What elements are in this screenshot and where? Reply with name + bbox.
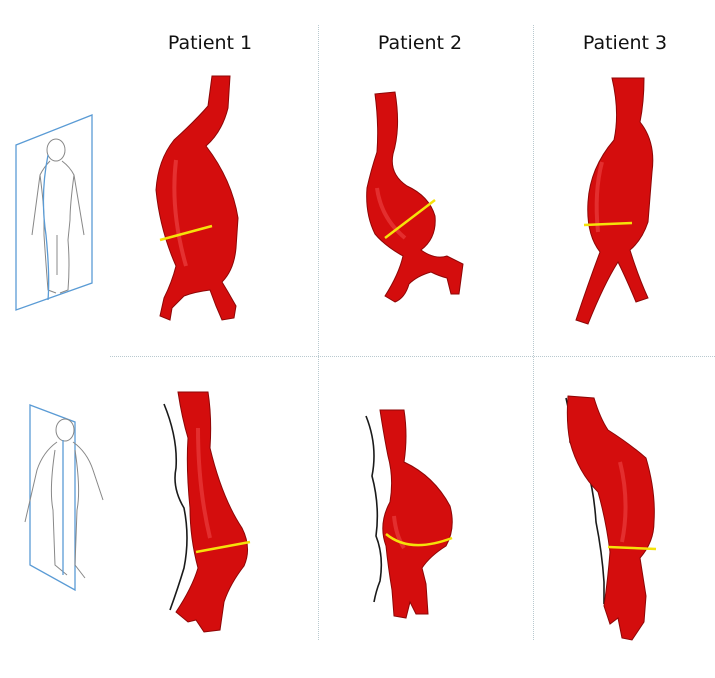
aorta-patient-3-front <box>575 77 654 325</box>
aorta-patient-3-side <box>565 395 657 641</box>
header-patient-3: Patient 3 <box>582 32 668 54</box>
aorta-patient-1-front <box>155 75 239 321</box>
column-divider-2 <box>533 25 534 640</box>
header-patient-2: Patient 2 <box>377 32 463 54</box>
column-divider-1 <box>318 25 319 640</box>
header-patient-1: Patient 1 <box>167 32 253 54</box>
row-divider <box>110 356 715 357</box>
aorta-patient-2-side <box>365 409 453 619</box>
coronal-plane-human-icon <box>15 114 93 311</box>
aorta-patient-1-side <box>163 391 251 633</box>
aorta-patient-2-front <box>366 91 464 303</box>
sagittal-plane-human-icon <box>24 404 104 592</box>
